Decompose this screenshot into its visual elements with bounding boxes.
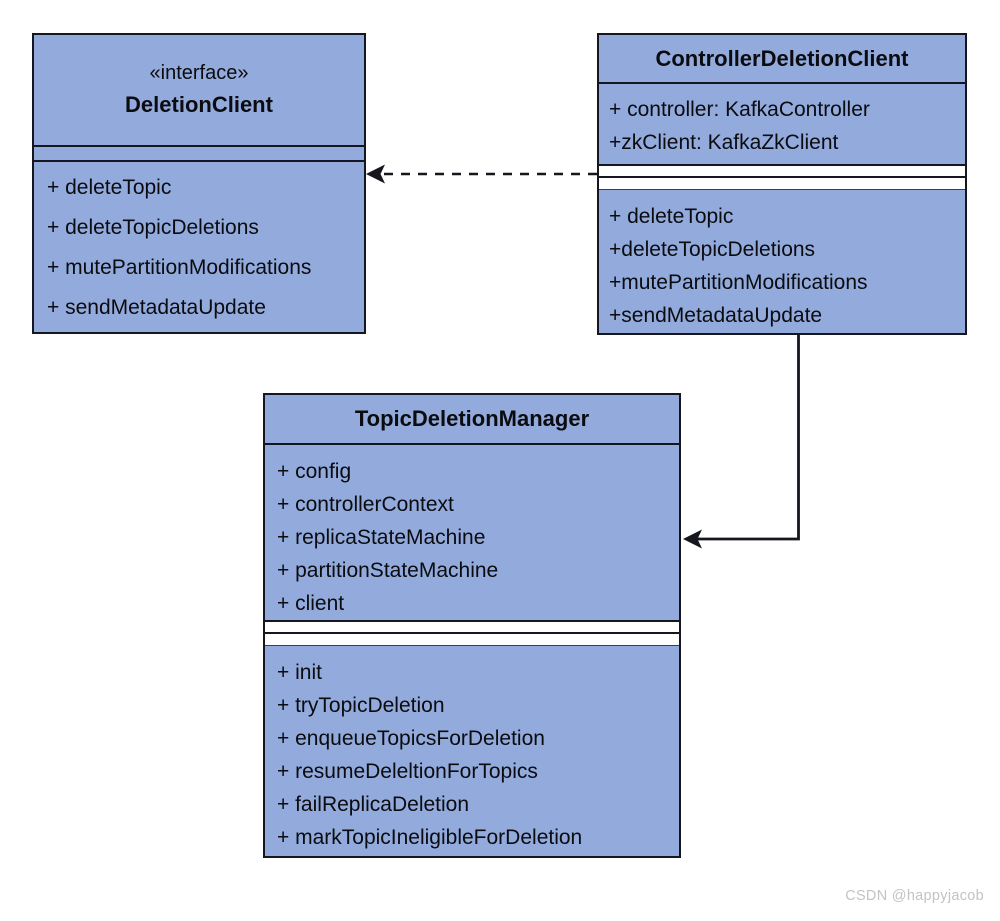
method-item: + deleteTopic [609, 205, 734, 228]
method-item: +sendMetadataUpdate [609, 304, 823, 327]
stereotype-label: «interface» [149, 62, 249, 84]
method-item: + tryTopicDeletion [277, 694, 445, 717]
method-item: + mutePartitionModifications [47, 256, 312, 279]
methods-section: + init + tryTopicDeletion + enqueueTopicsF… [265, 646, 679, 856]
methods-section: + deleteTopic + deleteTopicDeletions + mut… [34, 162, 364, 332]
section-gap [265, 622, 679, 634]
class-title: ControllerDeletionClient [599, 35, 965, 84]
method-item: + failReplicaDeletion [277, 793, 470, 816]
method-item: +deleteTopicDeletions [609, 238, 816, 261]
watermark: CSDN @happyjacob [845, 888, 984, 904]
attribute-item: + config [277, 460, 352, 483]
method-item: + deleteTopic [47, 176, 172, 199]
class-box-deletion-client: «interface» DeletionClient + deleteTopic… [32, 33, 366, 334]
method-item: + sendMetadataUpdate [47, 296, 266, 319]
method-item: +mutePartitionModifications [609, 271, 868, 294]
method-item: + markTopicIneligibleForDeletion [277, 826, 583, 849]
attributes-section: + config + controllerContext + replicaStat… [265, 445, 679, 622]
attribute-item: + controllerContext [277, 493, 454, 516]
section-gap [265, 634, 679, 646]
methods-section: + deleteTopic +deleteTopicDeletions +muteP… [599, 190, 965, 333]
method-item: + enqueueTopicsForDeletion [277, 727, 545, 750]
method-item: + resumeDeleltionForTopics [277, 760, 538, 783]
attribute-item: + replicaStateMachine [277, 526, 486, 549]
class-box-controller-deletion-client: ControllerDeletionClient + controller: K… [597, 33, 967, 335]
dependency-arrowhead-icon [366, 164, 385, 184]
attribute-item: +zkClient: KafkaZkClient [609, 131, 839, 154]
class-title: DeletionClient [125, 92, 273, 117]
attributes-section: + controller: KafkaController +zkClient: … [599, 84, 965, 166]
section-gap [599, 178, 965, 190]
method-item: + init [277, 661, 322, 684]
attribute-item: + controller: KafkaController [609, 98, 870, 121]
class-box-topic-deletion-manager: TopicDeletionManager + config + controlle… [263, 393, 681, 858]
attribute-item: + partitionStateMachine [277, 559, 499, 582]
association-arrow-line [697, 335, 800, 541]
class-header: «interface» DeletionClient [34, 35, 364, 147]
attribute-item: + client [277, 592, 345, 615]
attributes-section-empty [34, 147, 364, 162]
association-arrowhead-icon [683, 529, 702, 549]
method-item: + deleteTopicDeletions [47, 216, 259, 239]
class-title: TopicDeletionManager [265, 395, 679, 445]
section-gap [599, 166, 965, 178]
